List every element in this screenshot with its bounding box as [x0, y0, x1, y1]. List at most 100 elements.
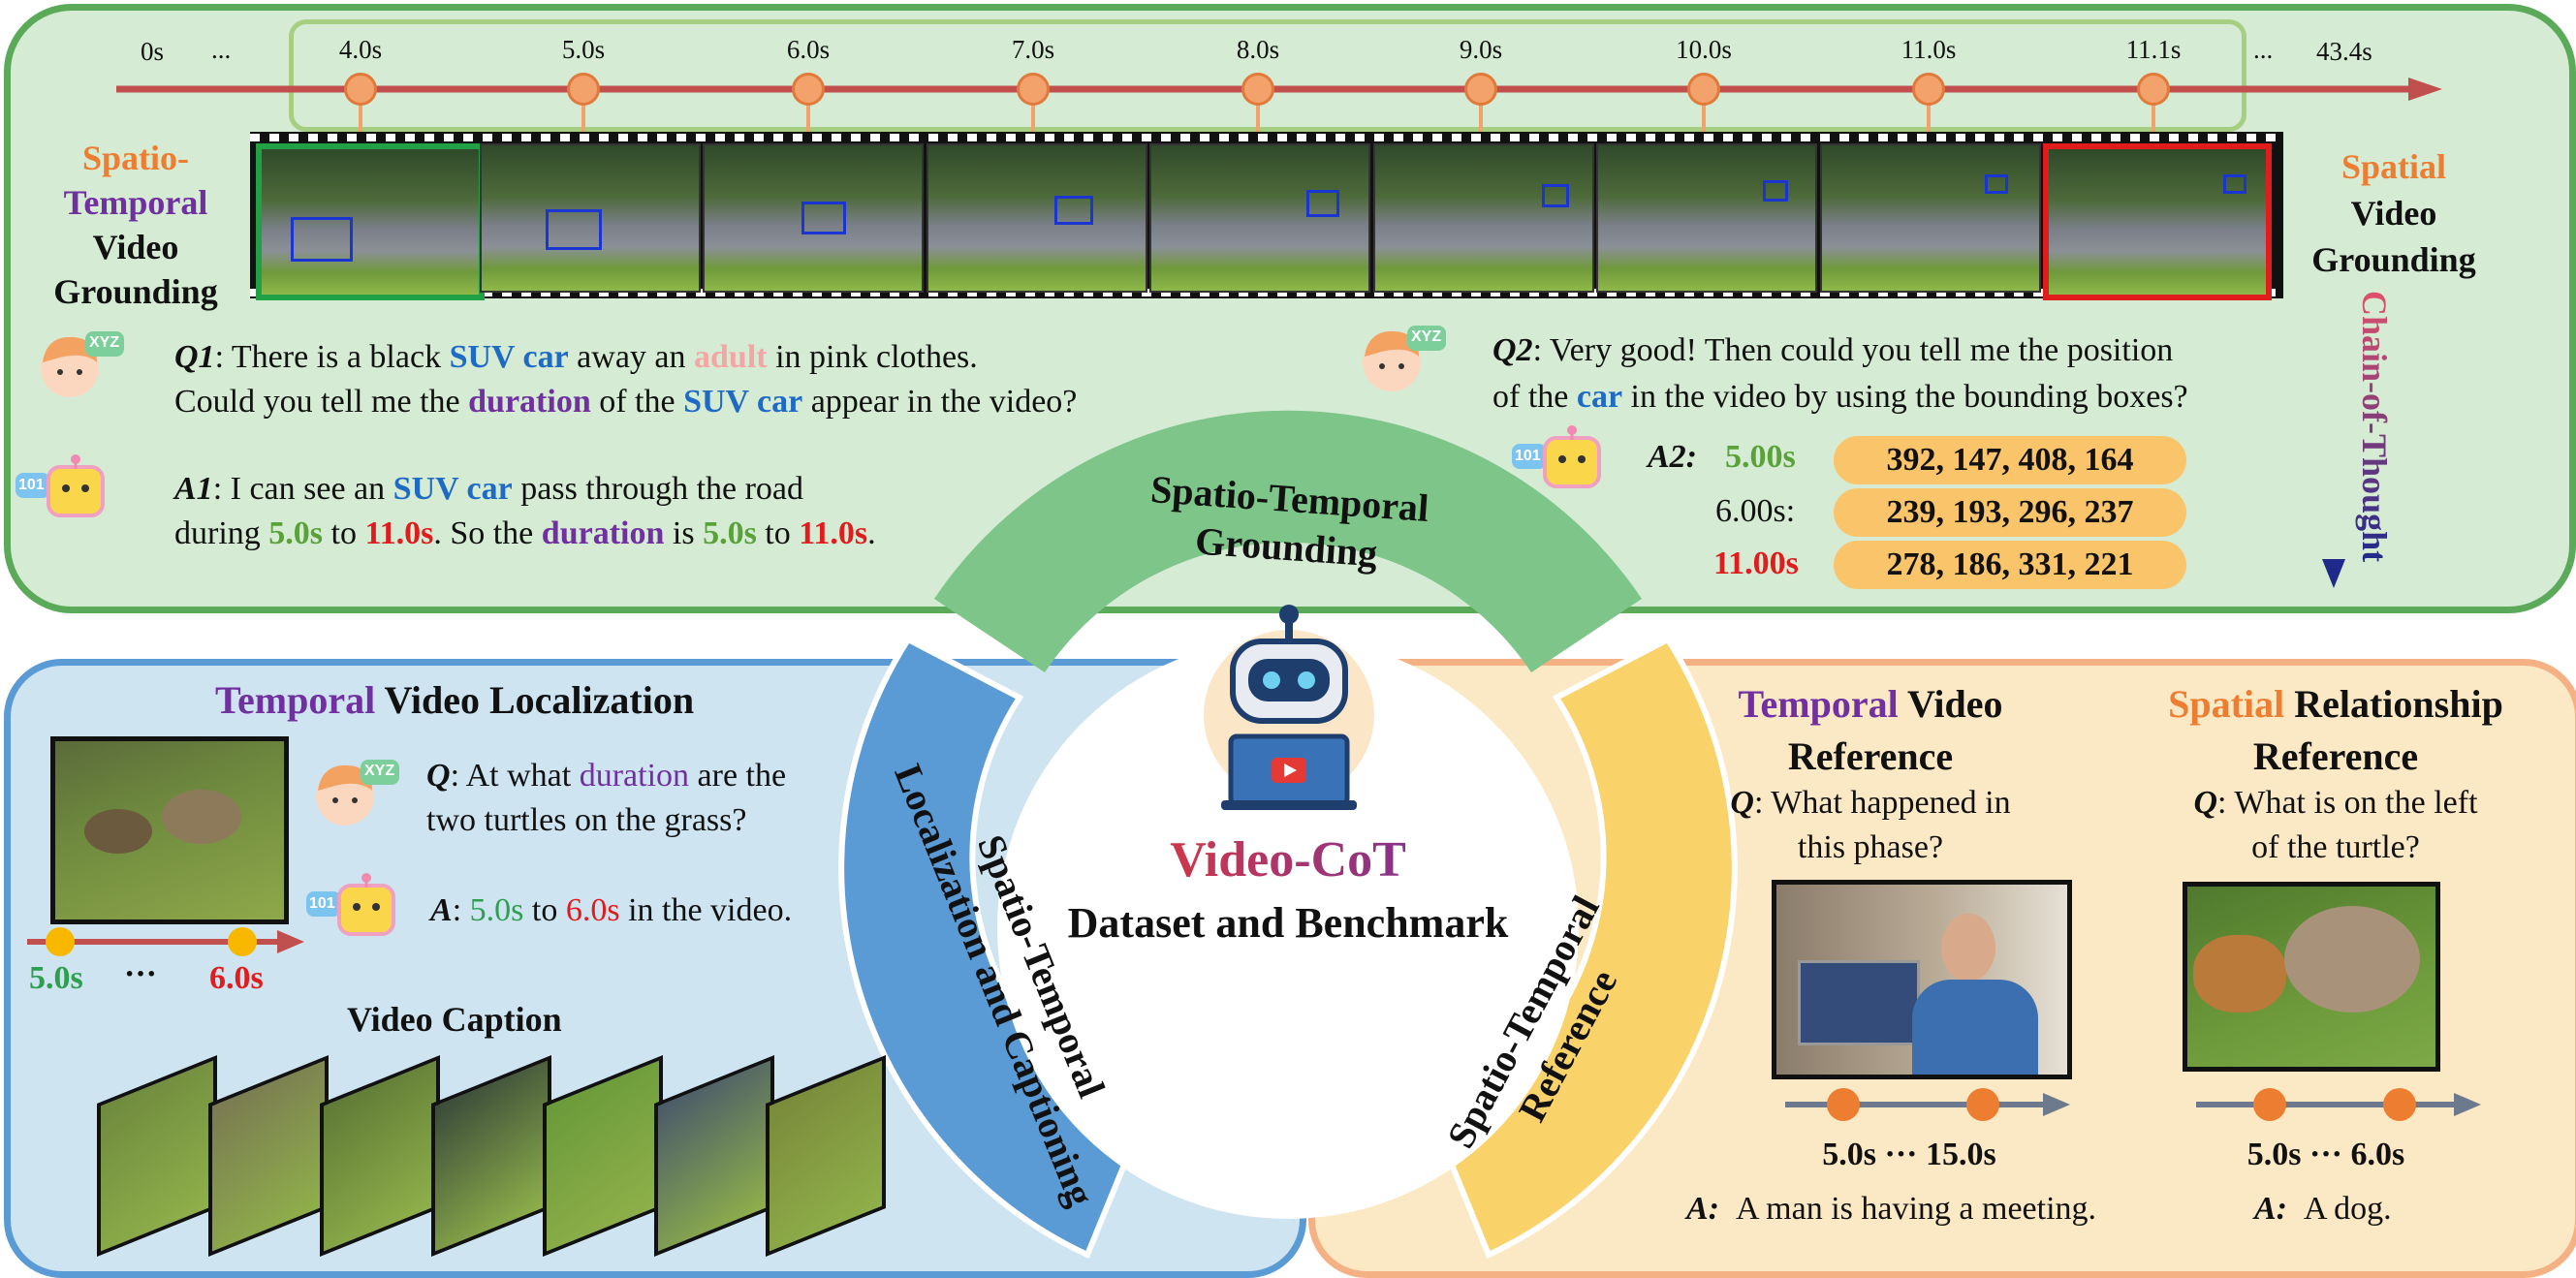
timeline-tick-label: 11.1s — [2125, 35, 2182, 64]
car-bounding-box — [1984, 174, 2008, 194]
car-bounding-box — [291, 217, 353, 262]
user-avatar-icon: XYZ — [1359, 320, 1446, 402]
robot-laptop-icon — [1204, 605, 1374, 810]
user-avatar-icon: XYZ — [312, 754, 399, 836]
tvr-answer: A: A man is having a meeting. — [1686, 1191, 2097, 1227]
timeline-end: 43.4s — [2316, 37, 2372, 66]
tvr-time: 5.0s ··· 15.0s — [1822, 1137, 1996, 1172]
timeline-start: 0s — [141, 37, 165, 66]
tvl-timeline — [27, 927, 304, 956]
a2-box-3: 278, 186, 331, 221 — [1834, 541, 2186, 589]
robot-avatar-icon: 101 — [306, 870, 403, 952]
center-title: Video-CoT — [1094, 831, 1482, 889]
xyz-badge: XYZ — [89, 334, 120, 351]
timeline-tick-stem — [359, 97, 362, 134]
car-bounding-box — [2223, 174, 2246, 194]
tvl-question: Q: At what duration are the two turtles … — [426, 758, 787, 838]
timeline-tick-stem — [806, 97, 810, 134]
timeline-tick-stem — [2152, 97, 2155, 134]
timeline-ellipsis-right: ... — [2253, 35, 2274, 64]
video-frame — [1596, 143, 1817, 293]
timeline-tick-label: 6.0s — [786, 35, 831, 64]
car-bounding-box — [1541, 184, 1569, 207]
a2-box-1: 392, 147, 408, 164 — [1834, 436, 2186, 484]
timeline-tick-marker — [1017, 73, 1050, 106]
tvl-time-end: 6.0s — [209, 960, 264, 996]
bot-badge: 101 — [1515, 448, 1541, 464]
video-frame — [256, 143, 485, 300]
srr-answer: A: A dog. — [2254, 1191, 2392, 1227]
timeline-tick-label: 5.0s — [561, 35, 606, 64]
timeline-tick-marker — [792, 73, 825, 106]
timeline-tick-marker — [567, 73, 600, 106]
user-avatar-icon: XYZ — [37, 326, 124, 408]
timeline-tick-marker — [1464, 73, 1497, 106]
timeline-tick-marker — [1241, 73, 1274, 106]
video-frame — [926, 143, 1147, 293]
robot-avatar-icon: 101 — [16, 452, 112, 534]
car-bounding-box — [545, 209, 602, 250]
timeline-tick-stem — [1256, 97, 1260, 134]
timeline-tick-marker — [2137, 73, 2170, 106]
a1-text: A1: I can see an SUV car pass through th… — [174, 471, 876, 551]
timeline-tick-label: 11.0s — [1901, 35, 1957, 64]
xyz-badge: XYZ — [364, 763, 395, 779]
center-subtitle: Dataset and Benchmark — [1067, 899, 1509, 947]
timeline-tick-stem — [1031, 97, 1035, 134]
video-caption-title: Video Caption — [347, 1000, 562, 1039]
timeline-tick-stem — [581, 97, 585, 134]
timeline-tick-label: 10.0s — [1676, 35, 1732, 64]
tvl-answer: A: 5.0s to 6.0s in the video. — [430, 892, 793, 928]
q1-text: Q1: There is a black SUV car away an adu… — [174, 339, 1078, 420]
a2-box-2: 239, 193, 296, 237 — [1834, 488, 2186, 537]
timeline-tick-marker — [344, 73, 377, 106]
timeline-tick-marker — [1687, 73, 1720, 106]
turtle-video-frame — [50, 736, 289, 924]
a2-time-2: 6.00s: — [1715, 493, 1796, 529]
timeline-tick-stem — [1479, 97, 1483, 134]
timeline-tick-label: 9.0s — [1459, 35, 1503, 64]
timeline-tick-stem — [1927, 97, 1931, 134]
timeline-highlight — [289, 19, 2246, 132]
timeline-tick-label: 7.0s — [1011, 35, 1055, 64]
timeline-tick-marker — [1912, 73, 1945, 106]
car-bounding-box — [1763, 180, 1788, 202]
a2-time-1: 5.00s — [1725, 439, 1796, 475]
video-frame — [1149, 143, 1370, 293]
video-frame — [1819, 143, 2041, 293]
svg-label: Spatial Video Grounding — [2311, 147, 2476, 279]
a2-tag: A2: — [1648, 439, 1697, 475]
tvr-timeline — [1785, 1088, 2070, 1121]
video-frame — [2043, 143, 2272, 300]
dog-turtle-video-frame — [2183, 882, 2440, 1072]
timeline-tick-label: 8.0s — [1236, 35, 1280, 64]
timeline-ellipsis-left: ... — [211, 35, 232, 64]
video-frame — [1372, 143, 1594, 293]
video-frame — [703, 143, 924, 293]
a2-time-3: 11.00s — [1713, 545, 1799, 581]
srr-title: Spatial Relationship Reference — [2168, 682, 2503, 778]
timeline-tick-label: 4.0s — [338, 35, 383, 64]
robot-avatar-icon: 101 — [1512, 422, 1609, 505]
car-bounding-box — [801, 202, 846, 234]
xyz-badge: XYZ — [1411, 328, 1442, 345]
tvl-time-start: 5.0s — [29, 960, 83, 996]
tvr-title: Temporal Video Reference — [1738, 682, 2003, 778]
srr-timeline — [2196, 1088, 2481, 1121]
bot-badge: 101 — [309, 895, 335, 912]
tvr-question: Q: What happened in this phase? — [1730, 785, 2011, 865]
q2-text: Q2: Very good! Then could you tell me th… — [1492, 332, 2188, 415]
chain-of-thought-arrow — [2322, 305, 2345, 588]
tvl-title: Temporal Video Localization — [215, 678, 695, 722]
stvg-label: Spatio- Temporal Video Grounding — [53, 139, 218, 311]
video-frame — [479, 143, 701, 293]
timeline-tick-stem — [1702, 97, 1706, 134]
srr-time: 5.0s ··· 6.0s — [2246, 1137, 2405, 1172]
bot-badge: 101 — [18, 477, 45, 493]
meeting-video-frame — [1772, 880, 2072, 1079]
car-bounding-box — [1306, 190, 1339, 217]
tvl-time-dots: ··· — [124, 956, 158, 992]
car-bounding-box — [1053, 196, 1093, 225]
srr-question: Q: What is on the left of the turtle? — [2193, 785, 2478, 865]
